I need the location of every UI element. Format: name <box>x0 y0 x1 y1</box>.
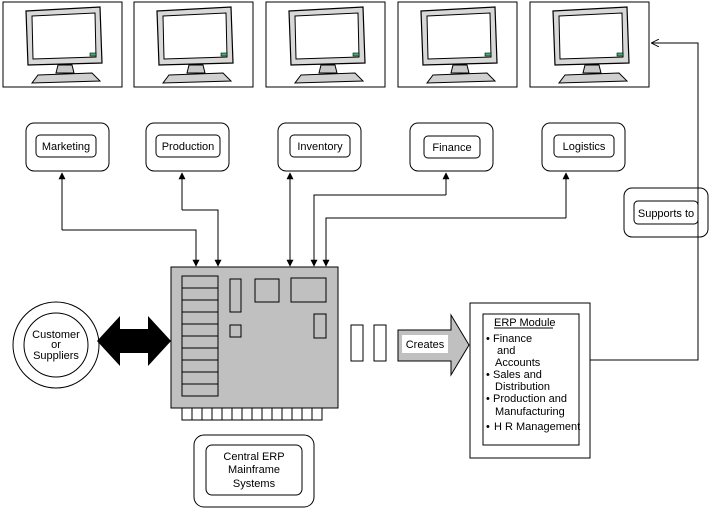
bullet: • <box>486 421 490 433</box>
customer-line-3: Suppliers <box>33 350 79 362</box>
module-item-1-line-2: and <box>497 345 515 357</box>
monitor-panel-3 <box>265 1 386 88</box>
supports-label: Supports to <box>638 208 694 220</box>
module-item-2-line-2: Distribution <box>495 381 550 393</box>
module-item-1-line-1: Finance <box>493 333 532 345</box>
monitor-panel-5 <box>529 1 650 88</box>
module-item-4-line-1: H R Management <box>494 421 580 433</box>
customer-suppliers-node: Customer or Suppliers <box>12 301 100 389</box>
monitor-panel-2 <box>133 1 254 88</box>
supports-box: Supports to <box>623 187 709 238</box>
erp-module-title: ERP Module <box>494 317 556 329</box>
dept-finance: Finance <box>409 122 494 172</box>
dept-logistics: Logistics <box>541 122 626 172</box>
dept-inventory: Inventory <box>277 122 362 172</box>
dept-production: Production <box>145 122 230 172</box>
dept-label: Marketing <box>42 141 90 153</box>
module-item-2-line-1: Sales and <box>493 369 542 381</box>
output-block-2 <box>373 324 387 362</box>
mainframe-line-1: Central ERP <box>223 451 284 463</box>
bullet: • <box>486 333 490 345</box>
mainframe-line-3: Systems <box>233 478 276 490</box>
dept-label: Inventory <box>297 141 343 153</box>
bullet: • <box>486 393 490 405</box>
double-headed-arrow-icon <box>97 316 171 366</box>
module-item-1-line-3: Accounts <box>495 357 541 369</box>
dept-label: Logistics <box>563 141 606 153</box>
bullet: • <box>486 369 490 381</box>
customer-line-2: or <box>51 339 61 351</box>
monitor-panel-1 <box>2 1 123 88</box>
dept-label: Production <box>162 141 215 153</box>
dept-label: Finance <box>432 142 471 154</box>
creates-arrow: Creates <box>397 313 470 377</box>
module-item-3-line-1: Production and <box>493 393 567 405</box>
monitor-panel-4 <box>397 1 518 88</box>
customer-line-1: Customer <box>32 329 80 341</box>
module-item-3-line-2: Manufacturing <box>495 406 565 418</box>
connector-lines <box>58 43 699 361</box>
mainframe-line-2: Mainframe <box>228 464 280 476</box>
dept-marketing: Marketing <box>25 122 110 172</box>
erp-module-box: ERP Module • Finance and Accounts • Sale… <box>469 302 591 459</box>
creates-label: Creates <box>406 339 445 351</box>
mainframe-label-box: Central ERP Mainframe Systems <box>193 434 315 508</box>
central-erp-board <box>170 266 339 421</box>
output-block-1 <box>350 324 364 362</box>
